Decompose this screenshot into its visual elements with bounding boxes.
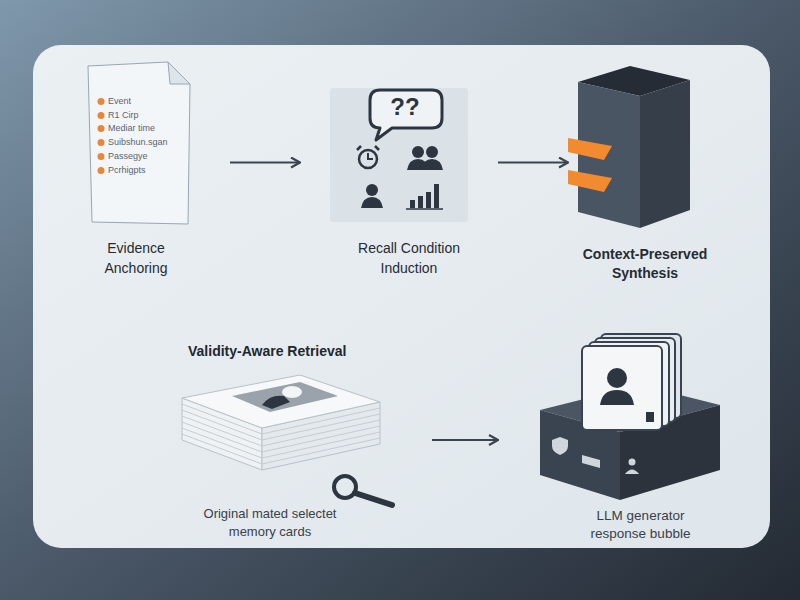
orange-chevron xyxy=(568,170,612,192)
bubble-text: ?? xyxy=(380,93,430,121)
recall-stage: ??Recall Condition Induction xyxy=(302,55,496,270)
bar-chart xyxy=(410,200,415,208)
people-icon xyxy=(407,159,443,170)
top-card xyxy=(182,375,380,428)
bullet xyxy=(98,139,105,146)
stage-label: Original mated selectet memory cards xyxy=(195,505,345,541)
stage-heading: Validity-Aware Retrieval xyxy=(188,342,423,360)
synthesis-stage: Context-Preserved Synthesis xyxy=(570,55,735,290)
bar-chart xyxy=(426,192,431,208)
bullet xyxy=(98,153,105,160)
clock-bells xyxy=(357,146,379,150)
bullet xyxy=(98,98,105,105)
box-right-face xyxy=(640,80,690,228)
device-symbol xyxy=(629,459,636,466)
stage-label: LLM generator response bubble xyxy=(578,507,703,543)
card-stack xyxy=(182,375,392,505)
icon-panel-bg xyxy=(330,88,468,222)
list-item: Mediar time xyxy=(108,123,188,134)
list-item: R1 Cirp xyxy=(108,110,188,121)
stage-label: Recall Condition Induction xyxy=(343,238,475,278)
front-card xyxy=(582,346,662,430)
clock-hands xyxy=(368,153,373,159)
document-icon xyxy=(88,62,190,224)
bullet xyxy=(98,167,105,174)
speech-bubble xyxy=(370,90,442,140)
flow-arrow xyxy=(230,161,300,163)
stage-label: Context-Preserved Synthesis xyxy=(570,245,720,283)
person-icon xyxy=(361,197,383,208)
list-item: Passegye xyxy=(108,151,188,162)
photo-person xyxy=(262,396,290,409)
list-item: Pcrhigpts xyxy=(108,165,188,176)
synthesis-box xyxy=(568,66,690,228)
people-icon xyxy=(426,146,438,158)
bullet xyxy=(98,125,105,132)
magnifier-handle xyxy=(355,493,392,505)
photo-person xyxy=(282,386,302,398)
bar-chart-axis xyxy=(406,208,443,210)
card-person xyxy=(607,368,627,388)
panel xyxy=(33,45,770,548)
flow-arrow xyxy=(432,439,498,441)
llm-device xyxy=(540,334,720,500)
device-symbol xyxy=(552,437,568,455)
list-item: Suibshun.sgan xyxy=(108,137,188,148)
card-photo xyxy=(232,382,338,412)
list-item: Event xyxy=(108,96,188,107)
bar-chart xyxy=(418,196,423,208)
icon-panel xyxy=(330,88,468,222)
clock-icon xyxy=(359,150,377,168)
flow-arrow xyxy=(498,161,568,163)
paper-fold xyxy=(168,62,190,84)
bar-chart xyxy=(434,184,439,208)
retrieval-stage: Validity-Aware RetrievalOriginal mated s… xyxy=(175,335,430,550)
device-symbol xyxy=(625,470,639,475)
device-symbol xyxy=(582,455,600,468)
document-stage: Event R1 CirpMediar timeSuibshun.sganPass… xyxy=(60,55,228,270)
card-person xyxy=(600,390,634,405)
stage-label: Evidence Anchoring xyxy=(95,238,177,278)
generator-stage: LLM generator response bubble xyxy=(500,320,750,545)
bullet xyxy=(98,112,105,119)
person-icon xyxy=(366,184,378,196)
paper xyxy=(88,62,190,224)
orange-chevron xyxy=(568,138,612,160)
card-tab xyxy=(646,412,654,422)
people-icon xyxy=(412,146,424,158)
